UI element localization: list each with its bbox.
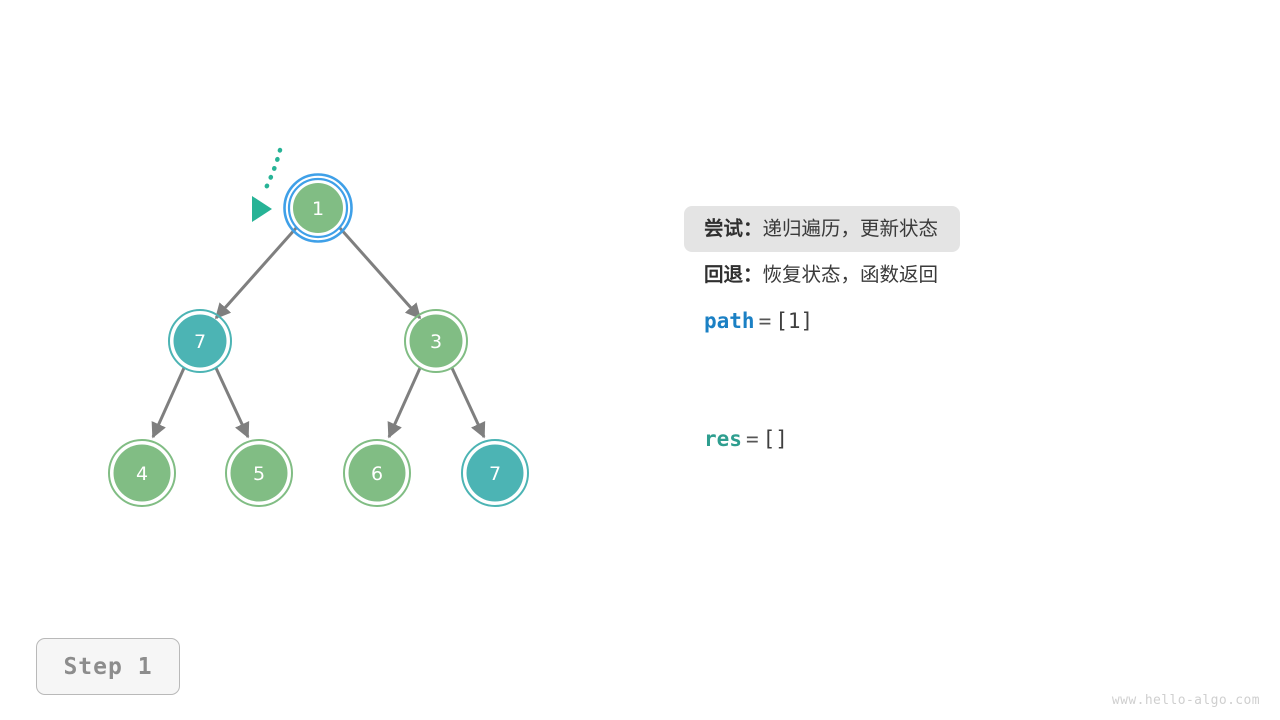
node-highlight-ring xyxy=(283,173,353,243)
tree-svg-canvas: 1 7 3 4 xyxy=(108,147,529,507)
tree-node-n6[interactable]: 6 xyxy=(343,439,411,507)
edge-n2-n4 xyxy=(151,367,186,439)
tree-node-n5[interactable]: 5 xyxy=(225,439,293,507)
node-label: 7 xyxy=(194,331,206,353)
tree-node-n7[interactable]: 7 xyxy=(461,439,529,507)
node-circle xyxy=(293,183,343,233)
path-equals-sign: = xyxy=(758,309,772,333)
node-outer-ring xyxy=(404,309,468,373)
pointer-arrowhead-icon xyxy=(252,196,272,222)
try-description-row: 尝试：递归遍历，更新状态 xyxy=(684,206,961,252)
tree-node-n2[interactable]: 7 xyxy=(168,309,232,373)
try-text: 递归遍历，更新状态 xyxy=(762,217,939,240)
node-outer-ring xyxy=(225,439,293,507)
tree-node-n3[interactable]: 3 xyxy=(404,309,468,373)
pointer-dotted-path xyxy=(261,147,283,195)
path-variable-name: path xyxy=(704,309,755,333)
node-outer-ring xyxy=(343,439,411,507)
info-panel: 尝试：递归遍历，更新状态 回退：恢复状态，函数返回 path=[1] res=[… xyxy=(684,206,1244,462)
path-variable-value: [1] xyxy=(775,309,814,333)
res-equals-sign: = xyxy=(745,427,759,451)
res-variable-name: res xyxy=(704,427,742,451)
node-outer-ring xyxy=(108,439,176,507)
node-circle xyxy=(173,314,227,368)
edge-n1-n2 xyxy=(214,226,299,320)
edge-n1-n3 xyxy=(337,226,422,320)
tree-node-n4[interactable]: 4 xyxy=(108,439,176,507)
node-outer-ring xyxy=(461,439,529,507)
node-circle xyxy=(348,444,406,502)
node-label: 7 xyxy=(489,463,501,485)
tree-nodes: 1 7 3 4 xyxy=(108,173,529,507)
res-variable-row: res=[] xyxy=(684,416,1244,462)
backtrack-description-row: 回退：恢复状态，函数返回 xyxy=(684,252,1244,298)
step-badge: Step 1 xyxy=(36,638,180,695)
node-outer-ring xyxy=(168,309,232,373)
step-badge-label: Step 1 xyxy=(63,653,153,680)
res-variable-value: [] xyxy=(762,427,788,451)
node-label: 4 xyxy=(136,463,148,485)
backtrack-label: 回退： xyxy=(704,263,763,286)
current-node-pointer xyxy=(252,147,283,222)
panel-spacer xyxy=(684,344,1244,416)
try-label: 尝试： xyxy=(704,217,763,240)
backtrack-text: 恢复状态，函数返回 xyxy=(762,263,939,286)
path-variable-row: path=[1] xyxy=(684,298,1244,344)
tree-edges xyxy=(151,226,486,439)
watermark-text: www.hello-algo.com xyxy=(1111,693,1260,708)
node-inner-ring xyxy=(287,177,349,239)
node-label: 1 xyxy=(312,198,324,220)
edge-n3-n6 xyxy=(387,367,422,439)
node-circle xyxy=(409,314,463,368)
node-label: 6 xyxy=(371,463,383,485)
node-circle xyxy=(230,444,288,502)
watermark: www.hello-algo.com xyxy=(1112,693,1260,708)
node-circle xyxy=(466,444,524,502)
binary-tree-diagram: 1 7 3 4 xyxy=(108,147,529,507)
edge-n3-n7 xyxy=(450,367,486,439)
node-label: 3 xyxy=(430,331,442,353)
node-label: 5 xyxy=(253,463,265,485)
tree-node-n1[interactable]: 1 xyxy=(283,173,353,243)
node-circle xyxy=(113,444,171,502)
edge-n2-n5 xyxy=(214,367,250,439)
